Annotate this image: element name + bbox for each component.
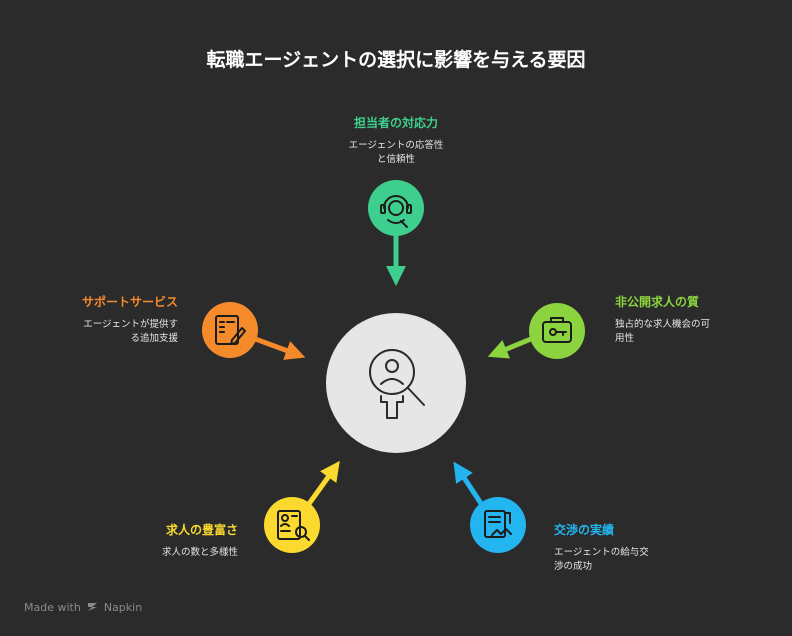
connector-bottom-right: [453, 461, 485, 507]
headset-icon: [380, 195, 412, 228]
center-node: [326, 313, 466, 453]
footer-credit[interactable]: Made with Napkin: [24, 601, 142, 614]
connector-left: [249, 334, 306, 360]
page-title: 転職エージェントの選択に影響を与える要因: [206, 49, 586, 71]
node-bottom-left: [264, 497, 320, 553]
node-top: [368, 180, 424, 236]
resume-search-icon: [277, 510, 310, 541]
footer-prefix: Made with: [24, 601, 81, 614]
factor-desc-left: エージェントが提供す る追加支援: [83, 319, 178, 344]
person-search-icon: [369, 349, 425, 419]
node-left: [202, 302, 258, 358]
factor-title-left: サポートサービス: [81, 295, 178, 309]
factor-title-bottom-right: 交渉の実績: [554, 523, 615, 537]
connector-bottom-left: [303, 460, 340, 510]
factor-title-right: 非公開求人の質: [615, 295, 700, 309]
document-pen-icon: [215, 315, 246, 345]
briefcase-key-icon: [542, 317, 572, 343]
napkin-logo-icon: [88, 603, 98, 611]
factor-desc-top: エージェントの応答性 と信頼性: [348, 140, 444, 165]
factor-desc-bottom-left: 求人の数と多様性: [161, 547, 238, 558]
contract-handshake-icon: [484, 510, 512, 538]
node-right: [529, 303, 585, 359]
footer-brand: Napkin: [103, 601, 143, 614]
factor-title-top: 担当者の対応力: [353, 116, 438, 130]
factor-desc-bottom-right: エージェントの給与交 渉の成功: [554, 547, 649, 572]
factor-title-bottom-left: 求人の豊富さ: [165, 523, 238, 537]
factor-desc-right: 独占的な求人機会の可 用性: [615, 319, 711, 344]
node-bottom-right: [470, 497, 526, 553]
